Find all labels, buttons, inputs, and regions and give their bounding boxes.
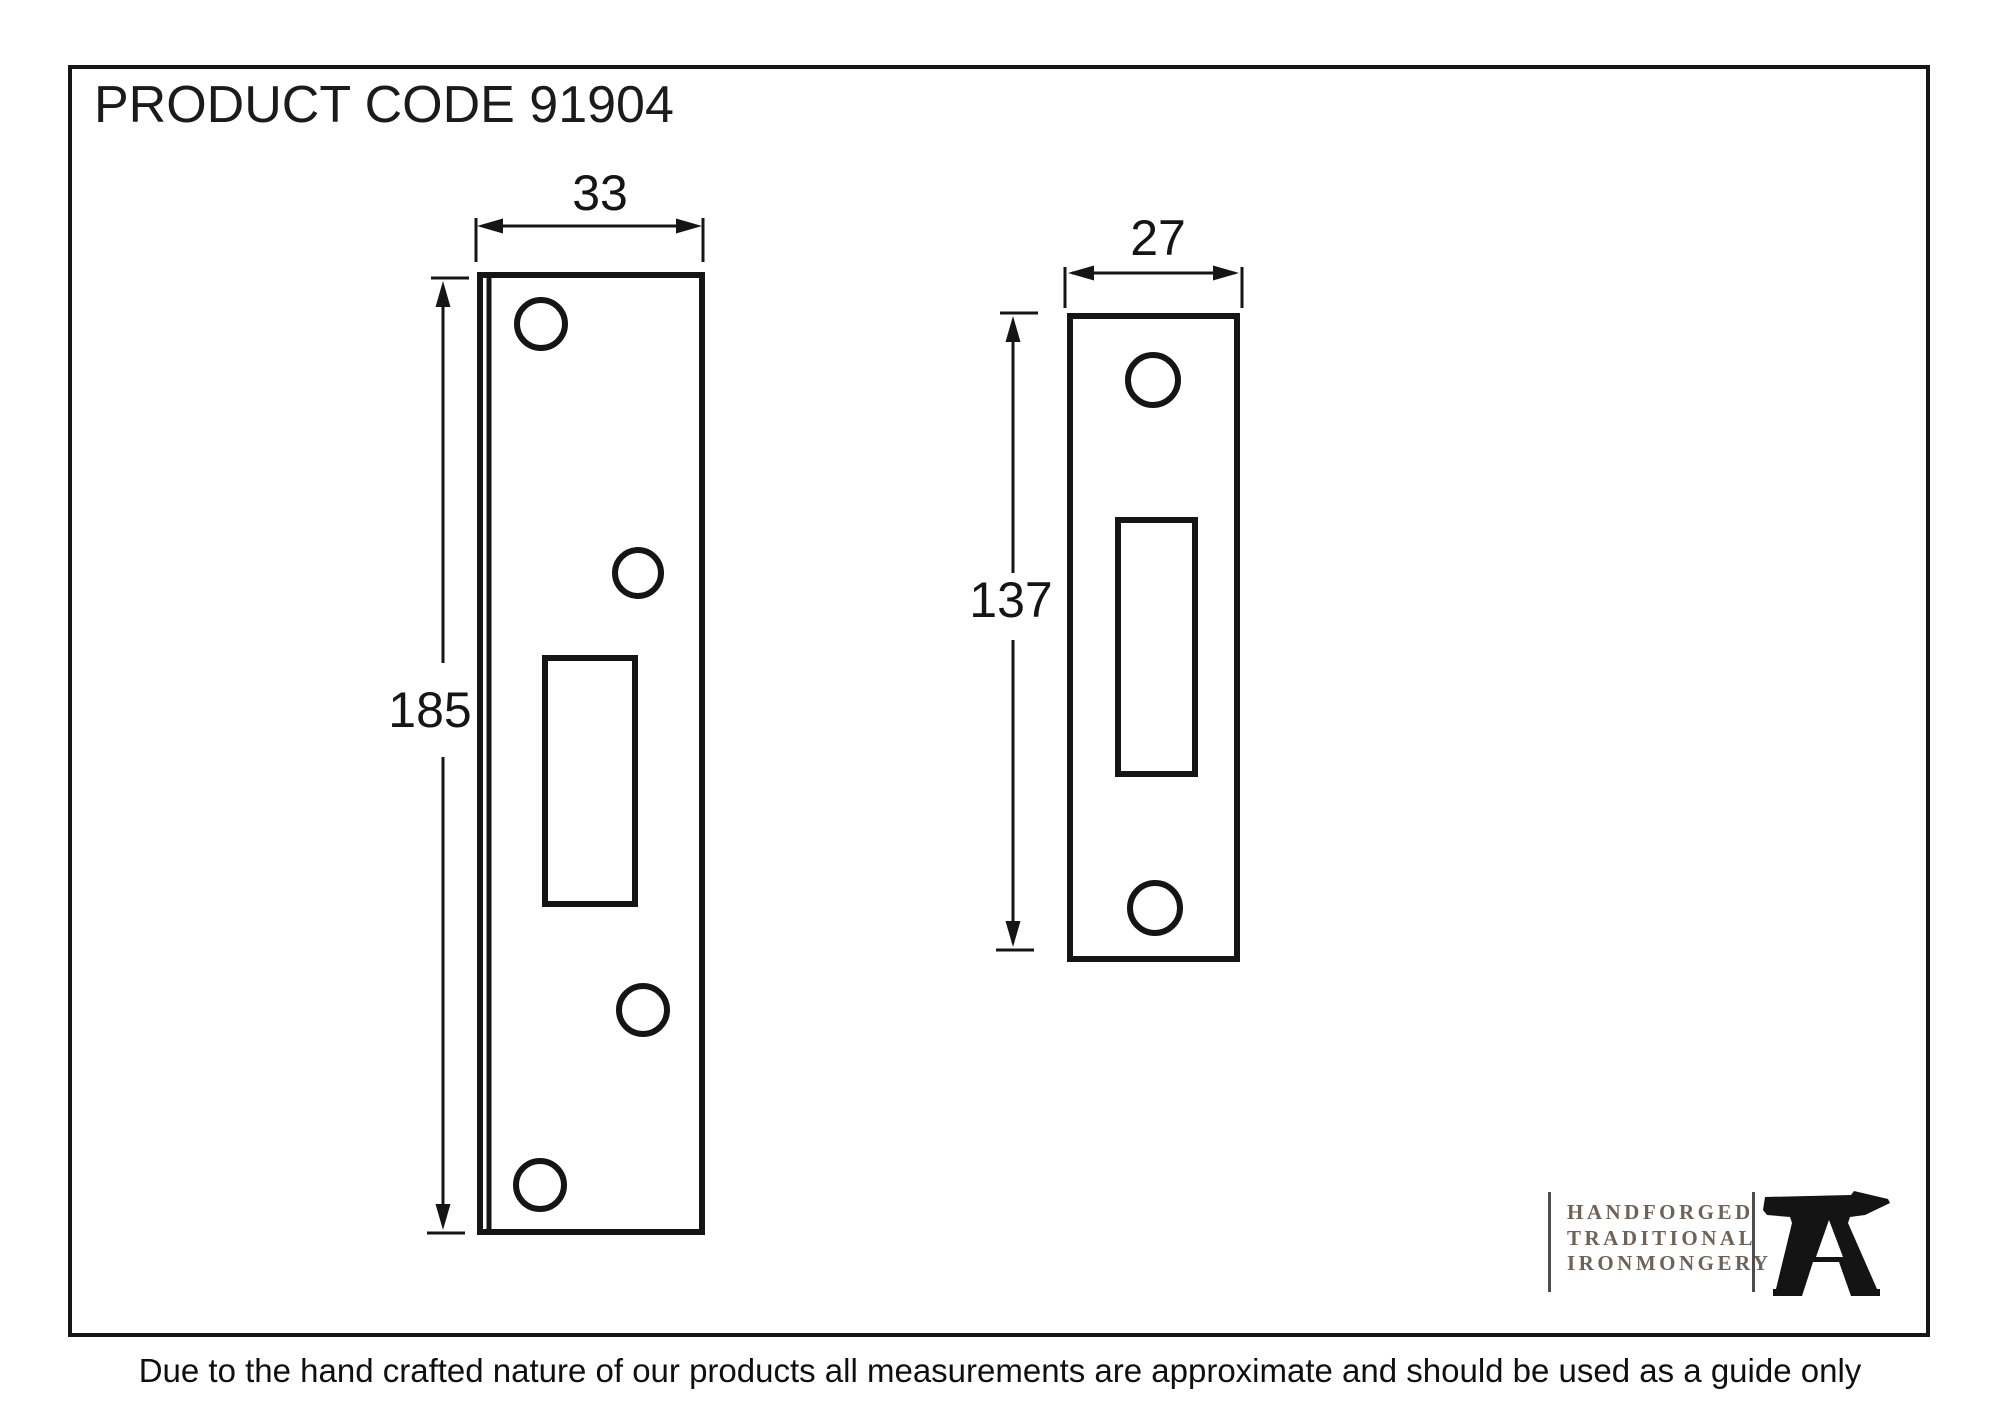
logo-text: HANDFORGED TRADITIONAL IRONMONGERY <box>1567 1200 1772 1277</box>
arrowhead-left <box>477 218 503 234</box>
large-plate-outline <box>477 272 705 1235</box>
arrowhead-up <box>435 281 451 307</box>
page-title: PRODUCT CODE 91904 <box>94 76 674 134</box>
logo-divider <box>1548 1192 1551 1292</box>
small-plate-outline-group <box>1067 313 1240 962</box>
latch-slot <box>1115 517 1198 777</box>
large-plate-width-dimension <box>474 218 705 262</box>
large-plate-height-label: 185 <box>384 684 476 736</box>
arrowhead-down <box>1005 921 1021 947</box>
drawing-border <box>68 65 1930 1337</box>
small-plate-width-label: 27 <box>1126 212 1190 264</box>
large-plate-height-dimension <box>427 276 469 1235</box>
screw-hole <box>513 1158 567 1212</box>
screw-hole <box>1127 880 1183 936</box>
logo-text-line: TRADITIONAL <box>1567 1225 1757 1250</box>
logo-divider <box>1752 1192 1755 1292</box>
large-plate-width-label: 33 <box>568 167 632 219</box>
arrowhead-right <box>1213 265 1239 281</box>
screw-hole <box>1125 352 1181 408</box>
arrowhead-left <box>1068 265 1094 281</box>
screw-hole <box>612 547 664 599</box>
screw-hole <box>514 297 568 351</box>
arrowhead-up <box>1005 316 1021 342</box>
logo-text-line: HANDFORGED <box>1567 1200 1754 1224</box>
arrowhead-right <box>676 218 702 234</box>
small-plate-height-label: 137 <box>965 574 1057 626</box>
small-plate-width-dimension <box>1063 265 1244 308</box>
latch-slot <box>542 655 638 907</box>
arrowhead-down <box>435 1204 451 1230</box>
large-plate-outline-group <box>477 272 705 1235</box>
screw-hole <box>616 983 670 1037</box>
small-plate-outline <box>1067 313 1240 962</box>
disclaimer-text: Due to the hand crafted nature of our pr… <box>138 1352 1862 1389</box>
logo-text-line: IRONMONGERY <box>1567 1251 1772 1275</box>
brand-logo: HANDFORGED TRADITIONAL IRONMONGERY <box>1540 1180 1920 1310</box>
small-plate-height-dimension <box>996 311 1038 952</box>
anvil-icon <box>1763 1191 1890 1296</box>
